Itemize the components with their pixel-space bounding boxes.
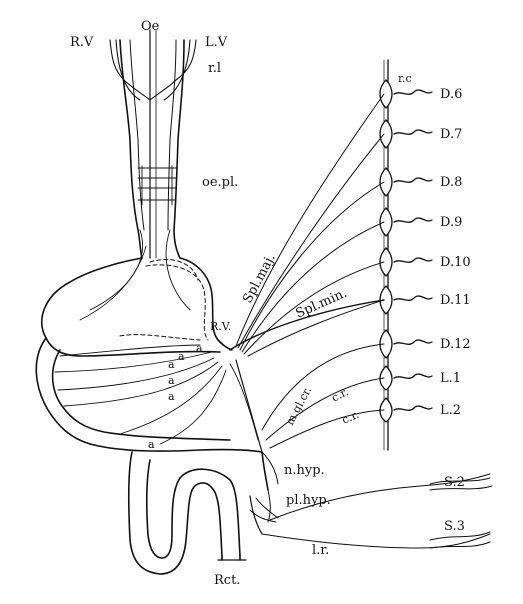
label-lr: l.r. <box>312 543 329 558</box>
label-d6: D.6 <box>440 87 462 102</box>
label-a-low: a <box>148 438 155 451</box>
label-a-top-1: a <box>196 342 203 355</box>
label-oe-pl: oe.pl. <box>202 175 238 190</box>
label-d7: D.7 <box>440 127 462 142</box>
label-cr-2: c.r. <box>340 408 361 427</box>
label-d8: D.8 <box>440 175 462 190</box>
label-d12: D.12 <box>440 337 471 352</box>
label-s3: S.3 <box>444 519 465 534</box>
label-a-mid-1: a <box>168 358 175 371</box>
label-spl-maj: Spl.maj. <box>240 251 278 306</box>
label-rct: Rct. <box>214 573 240 588</box>
label-rc: r.c <box>398 72 412 85</box>
label-lv: L.V <box>205 35 228 50</box>
label-a-mid-2: a <box>168 374 175 387</box>
mesenteric-fibres <box>54 344 263 453</box>
label-l2: L.2 <box>440 403 461 418</box>
intestine <box>35 337 269 575</box>
label-m-gl-cr: m.gl.cr. <box>283 384 314 427</box>
label-d9: D.9 <box>440 215 462 230</box>
label-a-mid-3: a <box>168 390 175 403</box>
sympathetic-chain <box>379 59 433 451</box>
label-d10: D.10 <box>440 255 471 270</box>
label-a-top-2: a <box>178 350 185 363</box>
label-n-hyp: n.hyp. <box>284 463 325 478</box>
pelvic-nerves <box>249 451 493 549</box>
label-oe: Oe <box>141 19 160 34</box>
oesophagus <box>119 39 185 259</box>
label-d11: D.11 <box>440 293 471 308</box>
label-pl-hyp: pl.hyp. <box>286 493 331 508</box>
label-s2: S.2 <box>444 475 465 490</box>
label-spl-min: Spl.min. <box>294 286 350 322</box>
label-rv: R.V <box>70 35 94 50</box>
splanchnic-nerves <box>229 93 385 449</box>
vagus-nerves <box>79 29 197 321</box>
stomach <box>41 257 233 357</box>
label-rl: r.l <box>208 61 221 76</box>
label-l1: L.1 <box>440 371 461 386</box>
label-rv-branch: R.V. <box>210 320 231 333</box>
